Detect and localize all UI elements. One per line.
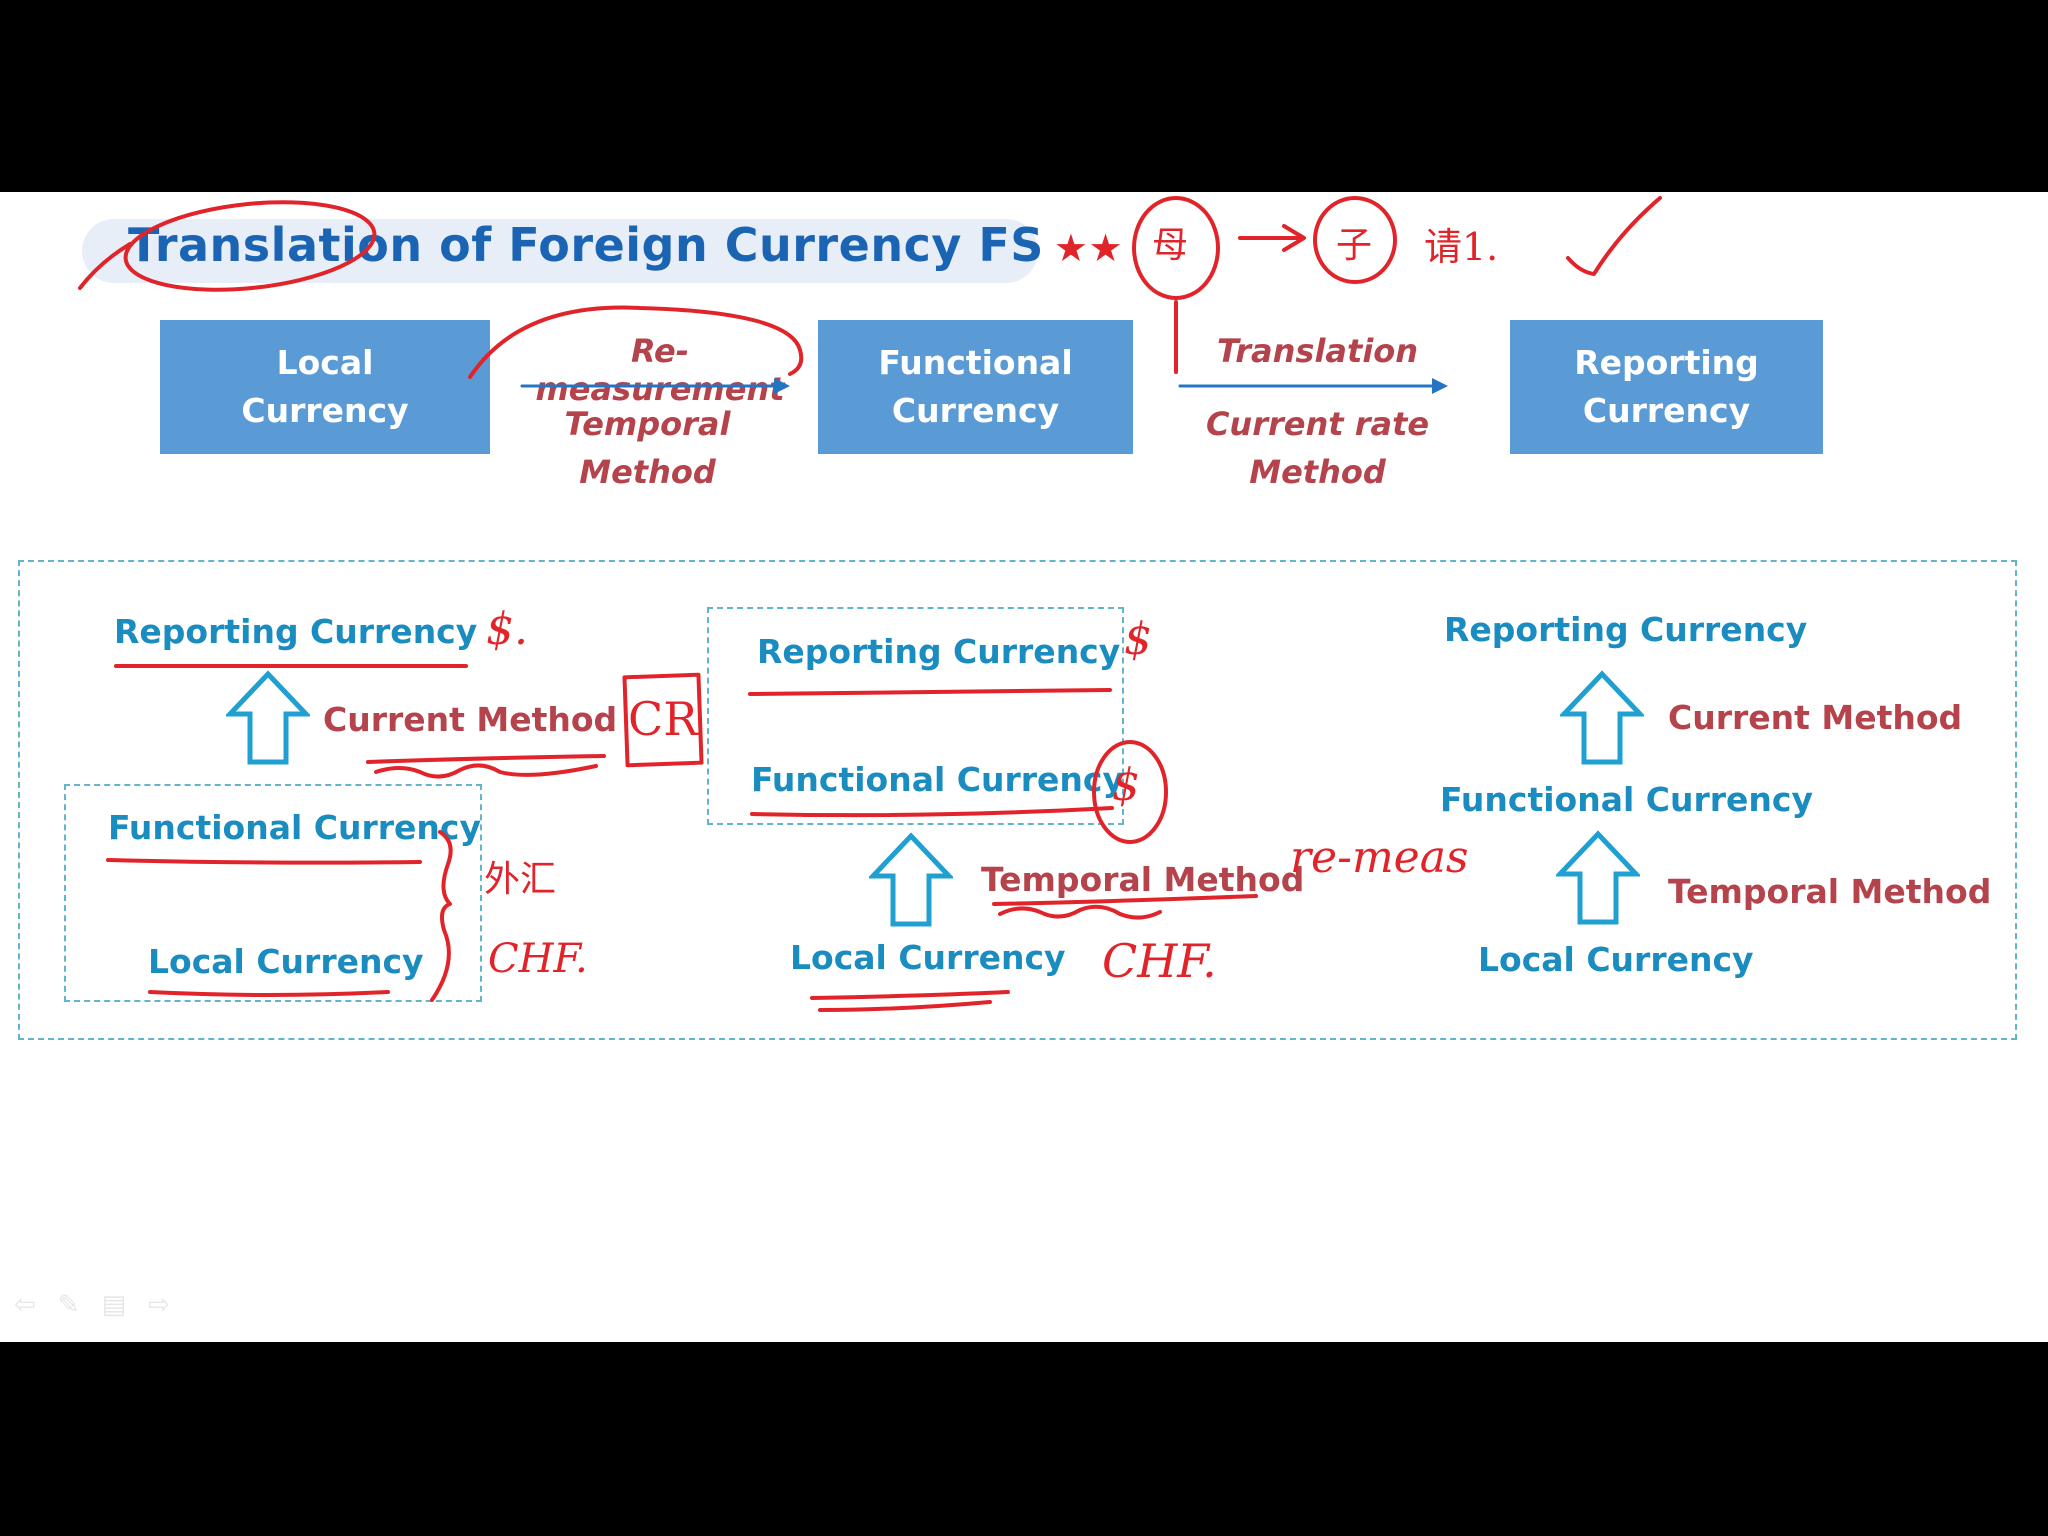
annotation-dollar-1: $.: [486, 604, 528, 655]
case3-temporal-method: Temporal Method: [1668, 872, 1992, 911]
case2-inner-box: [707, 607, 1124, 825]
case2-functional-currency: Functional Currency: [751, 760, 1124, 799]
case2-local-currency: Local Currency: [790, 938, 1066, 977]
annotation-remeas: re-meas: [1290, 832, 1469, 883]
annotation-cr: CR: [628, 692, 698, 746]
case3-reporting-currency: Reporting Currency: [1444, 610, 1808, 649]
current-rate-method-label: Current rate Method: [1180, 400, 1455, 496]
remeasurement-label: Re-measurement: [535, 332, 785, 408]
annotation-chf-2: CHF.: [1102, 934, 1217, 988]
box-local-line1: Local: [276, 343, 374, 382]
box-functional-line1: Functional: [878, 343, 1073, 382]
box-reporting-currency: Reporting Currency: [1510, 320, 1823, 454]
prev-slide-icon[interactable]: ⇦: [14, 1290, 58, 1320]
case3-lower-up-arrow-icon: [1556, 830, 1640, 925]
temporal-line1: Temporal: [564, 405, 731, 443]
case3-upper-up-arrow-icon: [1560, 670, 1644, 765]
annotation-dollar-2: $: [1124, 614, 1152, 665]
case1-current-method: Current Method: [323, 700, 618, 739]
temporal-method-label: Temporal Method: [510, 400, 785, 496]
case1-inner-box: [64, 784, 482, 1002]
slide-nav-controls[interactable]: ⇦✎▤⇨: [14, 1290, 192, 1320]
case1-reporting-currency: Reporting Currency: [114, 612, 478, 651]
annotation-parent: 母: [1152, 225, 1189, 266]
box-local-line2: Currency: [241, 391, 409, 430]
case1-up-arrow-icon: [226, 670, 310, 765]
box-reporting-line1: Reporting: [1574, 343, 1759, 382]
temporal-line2: Method: [579, 453, 716, 491]
menu-icon[interactable]: ▤: [101, 1290, 149, 1320]
box-local-currency: Local Currency: [160, 320, 490, 454]
case3-current-method: Current Method: [1668, 698, 1963, 737]
pen-icon[interactable]: ✎: [57, 1290, 102, 1320]
box-reporting-line2: Currency: [1582, 391, 1751, 430]
next-slide-icon[interactable]: ⇨: [148, 1290, 192, 1320]
current-rate-line1: Current rate: [1205, 405, 1430, 443]
annotation-sub: 子: [1336, 225, 1373, 266]
annotation-note-cn2: 外汇: [484, 859, 557, 900]
translation-label: Translation: [1216, 332, 1419, 370]
star-rating: ★★: [1053, 226, 1124, 270]
case2-up-arrow-icon: [869, 832, 953, 927]
case1-local-currency: Local Currency: [148, 942, 424, 981]
annotation-dollar-3: $: [1112, 760, 1140, 811]
case1-functional-currency: Functional Currency: [108, 808, 481, 847]
box-functional-line2: Currency: [891, 391, 1060, 430]
annotation-chf-1: CHF.: [488, 936, 588, 982]
slide: Translation of Foreign Currency FS★★ Loc…: [0, 192, 2048, 1342]
case3-local-currency: Local Currency: [1478, 940, 1754, 979]
case2-temporal-method: Temporal Method: [981, 860, 1305, 899]
title-text: Translation of Foreign Currency FS: [128, 218, 1044, 272]
case3-functional-currency: Functional Currency: [1440, 780, 1813, 819]
examples-container: [18, 560, 2017, 1040]
case2-reporting-currency: Reporting Currency: [757, 632, 1121, 671]
current-rate-line2: Method: [1249, 453, 1386, 491]
box-functional-currency: Functional Currency: [818, 320, 1133, 454]
slide-title: Translation of Foreign Currency FS★★: [128, 218, 1123, 272]
annotation-note-cn: 请1.: [1424, 225, 1499, 269]
